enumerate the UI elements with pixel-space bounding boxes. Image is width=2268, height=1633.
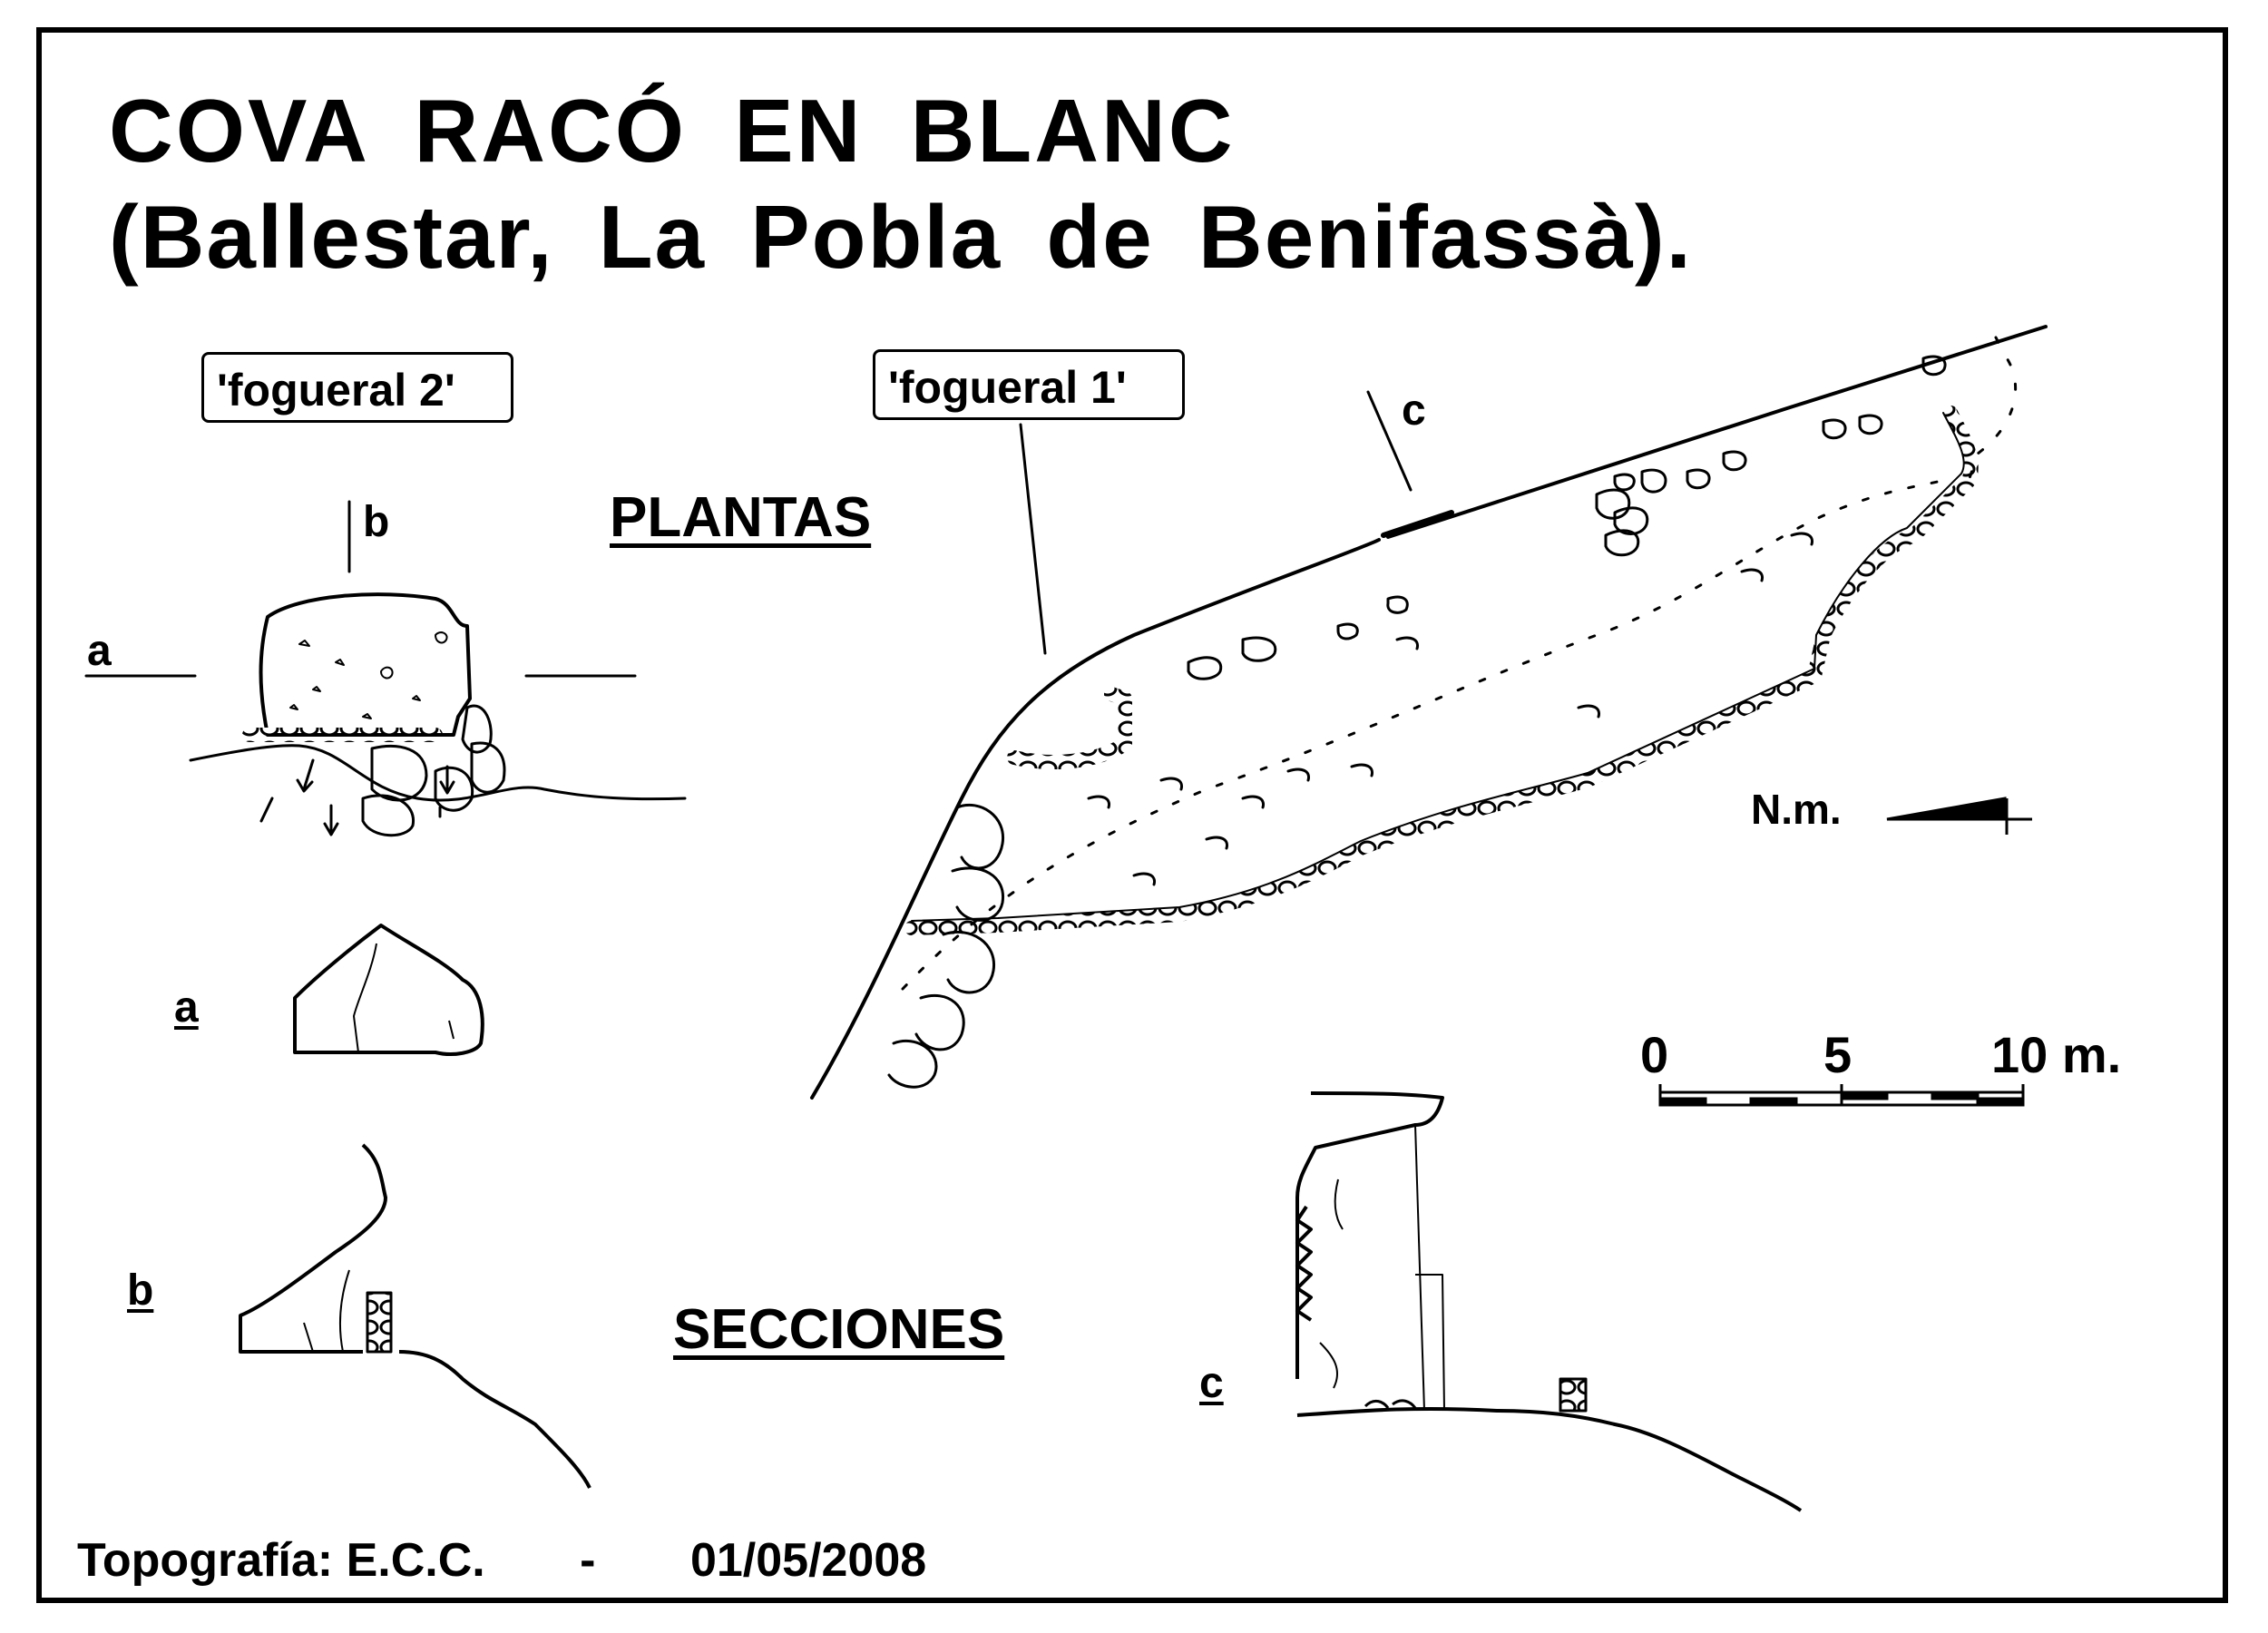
section-a-outline [293, 924, 484, 1056]
section-c-outline [1295, 1091, 1444, 1379]
title-line-2: (Ballestar, La Pobla de Benifassà). [109, 187, 1693, 287]
title-line-1: COVA RACÓ EN BLANC [109, 81, 1236, 181]
block-speckles [289, 631, 448, 719]
scale-tick-5: 5 [1823, 1026, 1853, 1083]
section-line-c [1366, 390, 1413, 492]
north-label: N.m. [1751, 786, 1842, 833]
stone-wall [904, 406, 1979, 935]
small-stone-wall [1007, 687, 1132, 769]
stone-wall-outline [911, 412, 1965, 922]
section-mark-a-plan: a [87, 627, 112, 675]
entrance-rocks [887, 803, 1004, 1089]
cave-roof-line [1386, 325, 2048, 539]
drip-line-inner [901, 479, 1943, 991]
scale-tick-0: 0 [1640, 1026, 1669, 1083]
section-mark-b-section: b [127, 1266, 154, 1315]
map-frame [36, 27, 2228, 1603]
drip-line-upper [1967, 336, 2017, 483]
fogueral-1-label: 'fogueral 1' [873, 349, 1185, 420]
footer-separator: - [580, 1534, 596, 1587]
section-b-outline [239, 1143, 387, 1354]
scale-bar [1658, 1084, 2025, 1107]
cave-outline-path [810, 538, 1381, 1100]
cave-plan [810, 325, 2048, 1100]
fogueral-2-rocks [361, 704, 506, 837]
fogueral-1-pointer [1019, 423, 1047, 655]
footer-date: 01/05/2008 [689, 1534, 927, 1587]
north-arrow [1886, 797, 2032, 835]
slope-arrows [259, 758, 455, 836]
section-mark-a-section: a [174, 983, 199, 1032]
plantas-heading: PLANTAS [610, 486, 872, 549]
section-b [239, 1143, 591, 1489]
section-b-ground [398, 1350, 591, 1489]
section-b-wall [366, 1291, 393, 1354]
fogueral-2-label: 'fogueral 2' [201, 352, 513, 423]
scattered-rocks [1087, 355, 1947, 886]
section-c [1295, 1091, 1803, 1512]
section-mark-b-plan: b [363, 498, 390, 546]
footer-credit: Topografía: E.C.C. [77, 1534, 485, 1587]
fogueral-2-ground [189, 744, 687, 802]
scale-tick-10: 10 m. [1991, 1026, 2122, 1083]
secciones-heading: SECCIONES [673, 1298, 1005, 1361]
cave-roof-line-thick [1381, 510, 1454, 538]
footer: Topografía: E.C.C. - 01/05/2008 [77, 1533, 926, 1588]
section-c-wall [1559, 1377, 1588, 1413]
fogueral-2-block [259, 592, 472, 737]
fogueral-2-plan [84, 500, 687, 837]
section-c-ground [1296, 1406, 1803, 1512]
section-a [293, 924, 484, 1056]
section-mark-c-plan: c [1402, 386, 1426, 435]
section-mark-c-section: c [1199, 1359, 1224, 1407]
